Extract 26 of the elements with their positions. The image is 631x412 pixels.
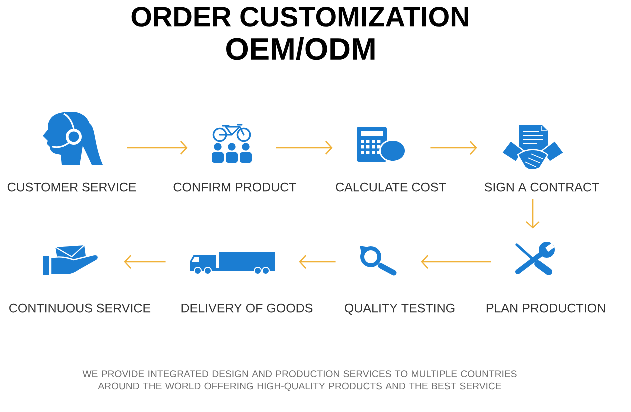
step-caption: CONTINUOUS SERVICE: [10, 304, 151, 313]
step-caption: CONFIRM PRODUCT: [174, 182, 296, 192]
contract-handshake-icon: [501, 125, 565, 171]
heading: OEM/ODM: [226, 37, 375, 61]
step-caption: CUSTOMER SERVICE: [8, 182, 136, 192]
arrow: [124, 255, 166, 269]
arrow: [430, 141, 478, 155]
arrow: [127, 141, 188, 155]
hand-envelope-icon: [43, 244, 100, 276]
bicycle-people-icon: [212, 124, 252, 163]
step-caption: PLAN PRODUCTION: [486, 304, 606, 313]
calculator-icon: [357, 127, 406, 162]
truck-icon: [190, 252, 275, 275]
title: ORDER CUSTOMIZATION: [132, 7, 468, 27]
headset-person-icon: [43, 112, 103, 165]
paragraph: WE PROVIDE INTEGRATED DESIGN AND PRODUCTION SERVICES TO MULTIPLE COUNTRIES AROUND THE WORLD OFFERING HIGH-QUALITY PRODUCTS AND THE BEST SERVICE: [82, 370, 517, 392]
step-caption: SIGN A CONTRACT: [484, 182, 600, 192]
arrow: [421, 255, 492, 269]
step-caption: QUALITY TESTING: [345, 304, 455, 315]
magnifier-icon: [360, 246, 397, 276]
step-caption: DELIVERY OF GOODS: [182, 304, 313, 313]
step-caption: CALCULATE COST: [336, 182, 446, 192]
arrow: [526, 199, 540, 229]
arrow: [276, 141, 333, 155]
arrow: [299, 255, 336, 269]
wrench-screwdriver-icon: [516, 242, 555, 276]
